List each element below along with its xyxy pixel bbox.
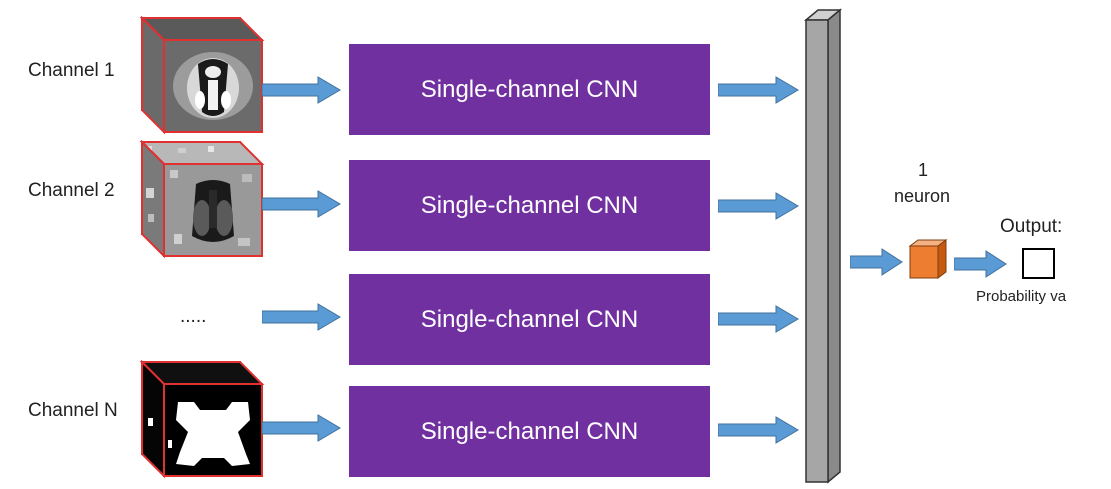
arrow-to-output [954, 250, 1007, 278]
cnn-box-label: Single-channel CNN [420, 191, 639, 219]
arrow-in-4 [262, 414, 341, 442]
concat-layer-bar [804, 8, 843, 484]
arrow-to-neuron [850, 248, 903, 276]
arrow-out-2 [718, 192, 799, 220]
neuron-label: neuron [894, 186, 951, 206]
channel-n-cube [139, 359, 265, 479]
neuron-cube [908, 239, 948, 279]
output-caption: Probability va [976, 288, 1067, 305]
arrow-in-3 [262, 303, 341, 331]
arrow-out-1 [718, 76, 799, 104]
output-box [1022, 248, 1055, 279]
cnn-box-1: Single-channel CNN [349, 44, 710, 135]
output-title: Output: [1000, 216, 1063, 237]
noisy-brain-map-front [163, 163, 263, 257]
cnn-box-2: Single-channel CNN [349, 160, 710, 251]
channel-1-cube [139, 15, 265, 135]
ellipsis-label: ..... [180, 306, 207, 327]
cnn-box-label: Single-channel CNN [420, 417, 639, 445]
channel-1-label: Channel 1 [28, 60, 115, 81]
cnn-box-label: Single-channel CNN [420, 75, 639, 103]
ct-brain-slice-front [163, 39, 263, 133]
channel-2-label: Channel 2 [28, 180, 115, 201]
arrow-in-2 [262, 190, 341, 218]
cnn-box-3: Single-channel CNN [349, 274, 710, 365]
cnn-box-4: Single-channel CNN [349, 386, 710, 477]
arrow-in-1 [262, 76, 341, 104]
arrow-out-4 [718, 416, 799, 444]
neuron-count: 1 [918, 160, 929, 180]
channel-n-label: Channel N [28, 400, 118, 421]
binary-brain-mask-front [163, 383, 263, 477]
channel-2-cube [139, 139, 265, 259]
arrow-out-3 [718, 305, 799, 333]
cnn-box-label: Single-channel CNN [420, 305, 639, 333]
